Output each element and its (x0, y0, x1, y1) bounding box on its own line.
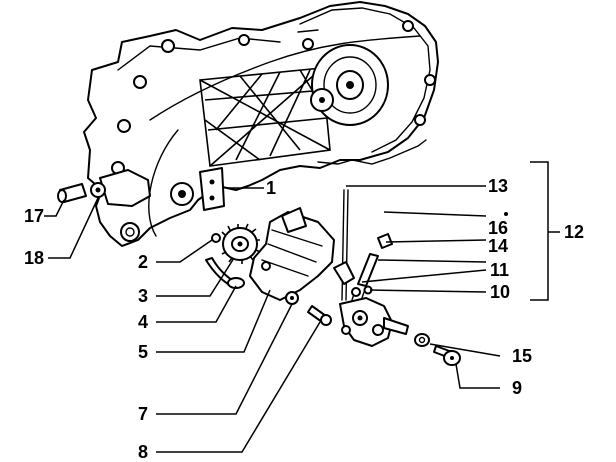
callout-13: 13 (488, 176, 508, 196)
callout-2: 2 (138, 252, 148, 272)
callout-10: 10 (490, 282, 510, 302)
callout-3: 3 (138, 286, 148, 306)
callout-7: 7 (138, 404, 148, 424)
leader-lines (44, 161, 560, 453)
callout-5: 5 (138, 342, 148, 362)
fittings-parts-10-11 (351, 285, 373, 297)
washer-part-2 (211, 233, 221, 243)
gear-part-3 (221, 223, 261, 264)
callout-12: 12 (564, 222, 584, 242)
callout-16: 16 (488, 218, 508, 238)
callout-1: 1 (266, 178, 276, 198)
callout-4: 4 (138, 312, 148, 332)
stud-and-nut (57, 182, 106, 203)
callout-labels: 1 2 3 4 5 7 8 9 10 11 12 13 14 15 16 17 … (24, 176, 584, 462)
callout-17: 17 (24, 206, 44, 226)
crankcase (83, 1, 439, 247)
callout-14: 14 (488, 236, 508, 256)
callout-8: 8 (138, 442, 148, 462)
shim-part-4 (205, 257, 245, 289)
clip-part-16 (377, 233, 393, 249)
callout-11: 11 (490, 260, 509, 280)
callout-9: 9 (512, 378, 522, 398)
callout-18: 18 (24, 248, 44, 268)
pump-cover-part-5 (249, 207, 335, 305)
screw-part-8 (307, 305, 332, 326)
oil-pump-assembly (339, 285, 409, 347)
washer-part-15 (414, 333, 430, 347)
callout-15: 15 (512, 346, 532, 366)
bolt-part-9 (433, 345, 461, 366)
